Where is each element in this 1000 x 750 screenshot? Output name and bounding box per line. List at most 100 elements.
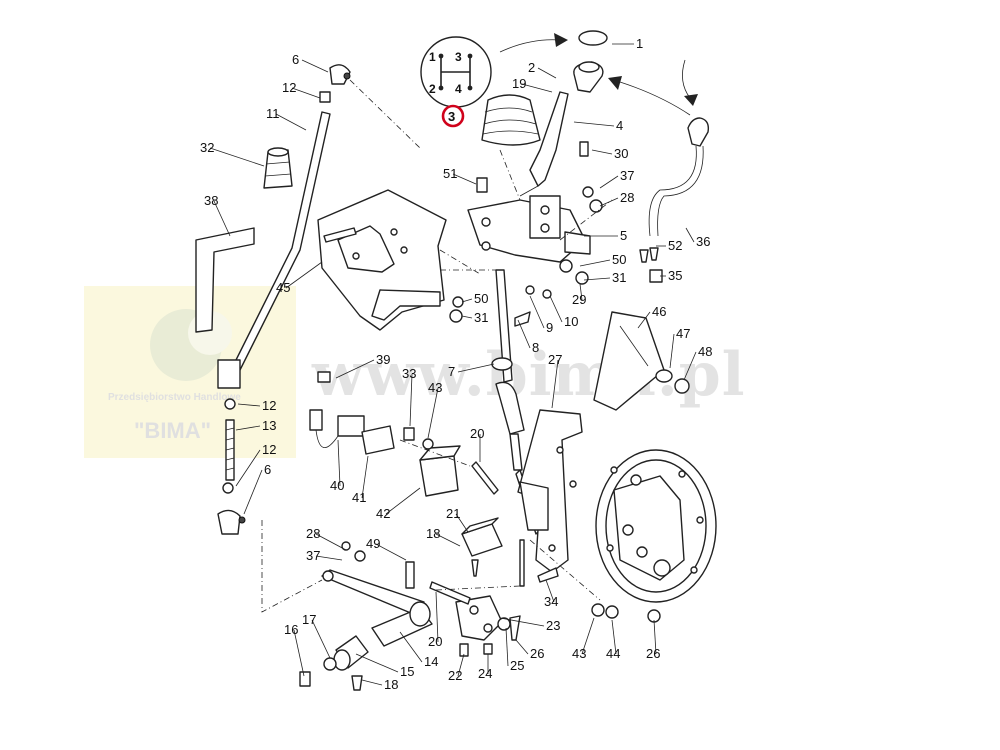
callout-leader: [285, 261, 323, 289]
callout-leader: [461, 315, 473, 319]
callout-label[interactable]: 52: [668, 238, 682, 253]
callout-label[interactable]: 43: [572, 646, 586, 661]
callout-label[interactable]: 23: [546, 618, 560, 633]
callout-label[interactable]: 45: [276, 280, 290, 295]
highlighted-part-3[interactable]: 3: [441, 104, 465, 128]
callout-label[interactable]: 34: [544, 594, 558, 609]
callout-leader: [301, 59, 329, 73]
small-hardware-top: [476, 141, 663, 327]
callout-label[interactable]: 24: [478, 666, 492, 681]
callout-leader: [457, 363, 495, 373]
callout-label[interactable]: 13: [262, 418, 276, 433]
callout-label[interactable]: 49: [366, 536, 380, 551]
callout-leader: [375, 543, 407, 561]
callout-leader: [335, 359, 375, 379]
callout-leader: [427, 387, 439, 439]
callout-label[interactable]: 26: [530, 646, 544, 661]
callout-label[interactable]: 6: [292, 52, 299, 67]
callout-label[interactable]: 15: [400, 664, 414, 679]
callout-label[interactable]: 33: [402, 366, 416, 381]
callout-leader: [315, 555, 343, 561]
callout-leader: [591, 149, 613, 155]
gear-label-3: 3: [455, 50, 462, 64]
callout-leader: [515, 639, 529, 655]
callout-leader: [455, 513, 469, 533]
callout-label[interactable]: 22: [448, 668, 462, 683]
gear-label-4: 4: [455, 82, 462, 96]
callout-label[interactable]: 51: [443, 166, 457, 181]
callout-label[interactable]: 17: [302, 612, 316, 627]
callout-leader: [235, 449, 261, 487]
callout-label[interactable]: 38: [204, 193, 218, 208]
callout-label[interactable]: 28: [620, 190, 634, 205]
callout-label[interactable]: 12: [262, 398, 276, 413]
callout-leader: [573, 121, 615, 127]
cover-38: [195, 227, 255, 333]
callout-label[interactable]: 16: [284, 622, 298, 637]
callout-label[interactable]: 12: [282, 80, 296, 95]
callout-leader: [213, 200, 231, 237]
callout-label[interactable]: 20: [428, 634, 442, 649]
callout-label[interactable]: 12: [262, 442, 276, 457]
callout-label[interactable]: 20: [470, 426, 484, 441]
block-21: [461, 517, 503, 577]
callout-label[interactable]: 37: [306, 548, 320, 563]
callout-leader: [275, 113, 307, 131]
callout-label[interactable]: 32: [200, 140, 214, 155]
callout-label[interactable]: 9: [546, 320, 553, 335]
gear-label-2: 2: [429, 82, 436, 96]
center-lines: [261, 79, 613, 613]
highlighted-part-label: 3: [448, 109, 455, 124]
callout-leader: [653, 619, 657, 655]
callout-label[interactable]: 10: [564, 314, 578, 329]
callout-leader: [637, 311, 651, 329]
callout-label[interactable]: 21: [446, 506, 460, 521]
callout-label[interactable]: 31: [474, 310, 488, 325]
watermark-company-name: "BIMA": [134, 418, 211, 443]
callout-label[interactable]: 28: [306, 526, 320, 541]
callout-label[interactable]: 30: [614, 146, 628, 161]
callout-label[interactable]: 5: [620, 228, 627, 243]
callout-leader: [517, 319, 531, 349]
pivot-23: [455, 595, 521, 657]
callout-leader: [551, 359, 559, 409]
callout-label[interactable]: 50: [474, 291, 488, 306]
callout-label[interactable]: 25: [510, 658, 524, 673]
callout-label[interactable]: 35: [668, 268, 682, 283]
callout-label[interactable]: 26: [646, 646, 660, 661]
callout-label[interactable]: 1: [636, 36, 643, 51]
callout-label[interactable]: 8: [532, 340, 539, 355]
callout-label[interactable]: 18: [426, 526, 440, 541]
callout-label[interactable]: 46: [652, 304, 666, 319]
callout-label[interactable]: 50: [612, 252, 626, 267]
callout-label[interactable]: 29: [572, 292, 586, 307]
callout-label[interactable]: 39: [376, 352, 390, 367]
callout-label[interactable]: 18: [384, 677, 398, 692]
callout-label[interactable]: 14: [424, 654, 438, 669]
callout-label[interactable]: 7: [448, 364, 455, 379]
callout-label[interactable]: 47: [676, 326, 690, 341]
callout-label[interactable]: 31: [612, 270, 626, 285]
callout-leader: [361, 455, 369, 499]
callout-label[interactable]: 36: [696, 234, 710, 249]
callout-label[interactable]: 41: [352, 490, 366, 505]
switch-harness: [648, 117, 710, 237]
callout-label[interactable]: 19: [512, 76, 526, 91]
callout-leader: [521, 83, 553, 93]
callout-leader: [337, 439, 341, 487]
callout-label[interactable]: 2: [528, 60, 535, 75]
callout-label[interactable]: 40: [330, 478, 344, 493]
callout-label[interactable]: 27: [548, 352, 562, 367]
callout-label[interactable]: 44: [606, 646, 620, 661]
callout-label[interactable]: 48: [698, 344, 712, 359]
callout-leader: [599, 175, 619, 189]
callout-label[interactable]: 37: [620, 168, 634, 183]
callout-label[interactable]: 42: [376, 506, 390, 521]
callout-label[interactable]: 6: [264, 462, 271, 477]
callout-label[interactable]: 4: [616, 118, 623, 133]
callout-label[interactable]: 43: [428, 380, 442, 395]
callout-label[interactable]: 11: [266, 106, 280, 121]
callout-leader: [529, 295, 545, 329]
callout-leader: [499, 617, 545, 627]
